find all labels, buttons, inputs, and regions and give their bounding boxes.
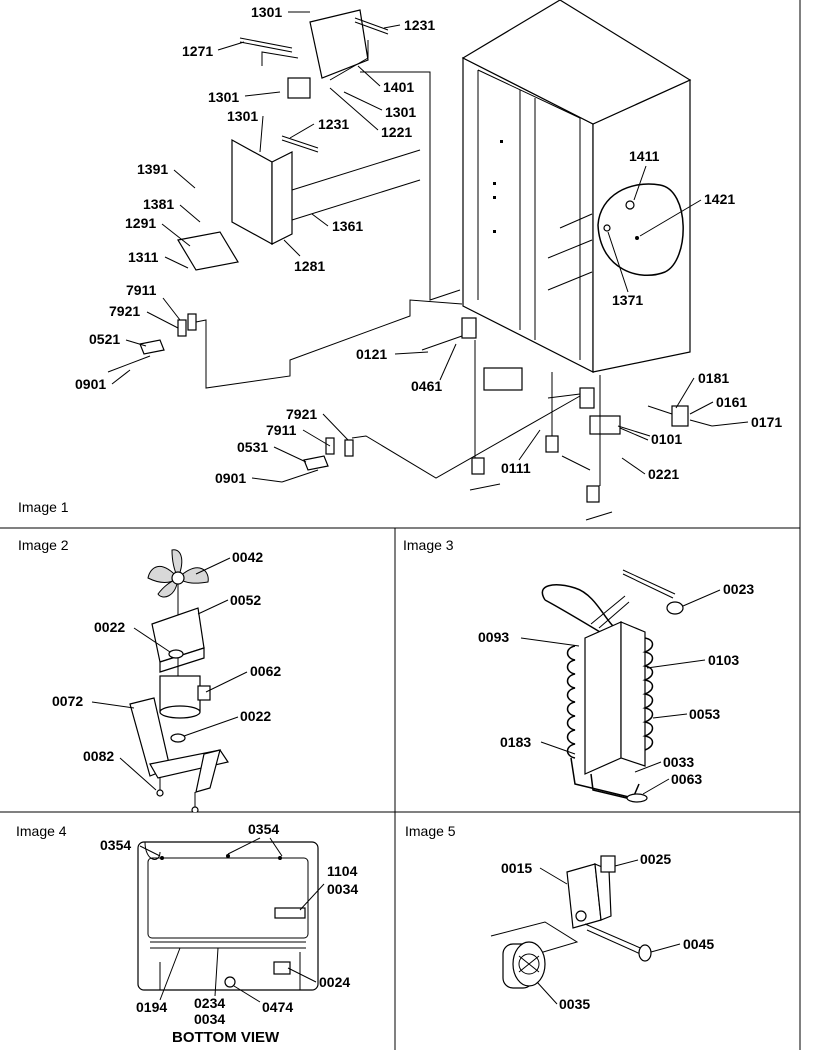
panel-label-image5: Image 5 [405, 823, 456, 839]
part-number: 7911 [266, 422, 297, 438]
part-number: 0101 [651, 431, 682, 447]
image5-drawing: 0015 0025 0045 0035 [490, 851, 714, 1012]
part-number: 0022 [240, 708, 271, 724]
part-number: 1301 [227, 108, 258, 124]
part-number: 1104 [327, 863, 358, 879]
panel-label-image3: Image 3 [403, 537, 454, 553]
panel-label-image1: Image 1 [18, 499, 69, 515]
part-number: 0072 [52, 693, 83, 709]
part-number: 0521 [89, 331, 120, 347]
part-number: 0053 [689, 706, 720, 722]
part-number: 0181 [698, 370, 729, 386]
part-number: 1421 [704, 191, 735, 207]
part-number: 1311 [128, 249, 159, 265]
bottom-view-illustration [137, 841, 319, 991]
evaporator-illustration [541, 569, 684, 803]
part-number: 0234 [194, 995, 225, 1011]
leader-lines [91, 557, 248, 791]
image3-drawing: 0023 0093 0103 0053 0183 0033 0063 [478, 569, 754, 803]
leader-lines [139, 837, 325, 1003]
part-number: 1231 [404, 17, 435, 33]
part-number: 1221 [381, 124, 412, 140]
part-number: 0052 [230, 592, 261, 608]
part-number: 0531 [237, 439, 268, 455]
leader-lines [520, 589, 721, 795]
leader-lines [111, 11, 749, 483]
part-number: 7911 [126, 282, 157, 298]
image1-drawing: 1301 1231 1271 1401 1301 1301 1221 1301 … [75, 0, 782, 521]
part-number: 0354 [248, 821, 279, 837]
cabinet-illustration [461, 0, 692, 503]
bottom-view-caption: BOTTOM VIEW [172, 1029, 280, 1046]
part-number: 0034 [194, 1011, 225, 1027]
part-number: 1231 [318, 116, 349, 132]
part-number: 0045 [683, 936, 714, 952]
part-number: 0023 [723, 581, 754, 597]
part-number: 1271 [182, 43, 213, 59]
panel-label-image2: Image 2 [18, 537, 69, 553]
part-number: 1291 [125, 215, 156, 231]
part-number: 1371 [612, 292, 643, 308]
part-number: 0035 [559, 996, 590, 1012]
part-number: 0042 [232, 549, 263, 565]
part-number: 0111 [501, 460, 531, 476]
part-number: 1301 [385, 104, 416, 120]
fan-motor-illustration [129, 549, 229, 812]
image2-drawing: 0042 0052 0022 0062 0072 0022 0082 [52, 549, 281, 812]
part-number: 0474 [262, 999, 293, 1015]
part-number: 0062 [250, 663, 281, 679]
part-number: 0015 [501, 860, 532, 876]
part-number: 0093 [478, 629, 509, 645]
part-number: 0221 [648, 466, 679, 482]
leader-lines [536, 859, 681, 1005]
part-number: 1281 [294, 258, 325, 274]
part-number: 0022 [94, 619, 125, 635]
part-number: 1411 [629, 148, 660, 164]
part-number: 0025 [640, 851, 671, 867]
part-number: 1401 [383, 79, 414, 95]
part-number: 0082 [83, 748, 114, 764]
part-number: 0121 [356, 346, 387, 362]
part-number: 0901 [75, 376, 106, 392]
part-number: 1381 [143, 196, 174, 212]
part-number: 1301 [251, 4, 282, 20]
damper-wheel-illustration [490, 855, 652, 989]
part-number: 1301 [208, 89, 239, 105]
part-number: 0161 [716, 394, 747, 410]
image4-drawing: 0354 0354 1104 0034 0024 0194 0234 0034 … [100, 821, 358, 1046]
part-number: 0901 [215, 470, 246, 486]
upper-assembly-illustration [177, 9, 461, 301]
part-number: 0183 [500, 734, 531, 750]
part-number: 0171 [751, 414, 782, 430]
panel-label-image4: Image 4 [16, 823, 67, 839]
part-number: 7921 [286, 406, 317, 422]
part-number: 0354 [100, 837, 131, 853]
part-number: 0063 [671, 771, 702, 787]
part-number: 1391 [137, 161, 168, 177]
part-number: 0024 [319, 974, 350, 990]
part-number: 0034 [327, 881, 358, 897]
part-number: 0033 [663, 754, 694, 770]
part-number: 7921 [109, 303, 140, 319]
part-number: 0103 [708, 652, 739, 668]
part-number: 1361 [332, 218, 363, 234]
part-number: 0461 [411, 378, 442, 394]
part-number: 0194 [136, 999, 167, 1015]
